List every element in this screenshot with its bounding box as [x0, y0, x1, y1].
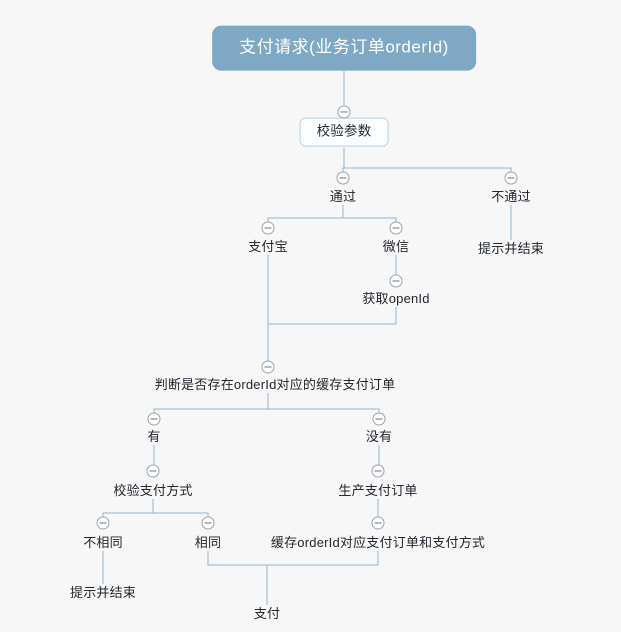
flowchart-node-cache_ord[interactable]: 缓存orderId对应支付订单和支付方式 — [270, 534, 486, 550]
flowchart-edge — [343, 148, 512, 172]
collapse-minus-icon[interactable] — [147, 412, 161, 426]
flowchart-node-has[interactable]: 有 — [147, 428, 161, 444]
flowchart-node-fail[interactable]: 不通过 — [491, 188, 531, 204]
collapse-minus-icon[interactable] — [96, 516, 110, 530]
flowchart-edge — [268, 307, 397, 325]
flowchart-node-alipay[interactable]: 支付宝 — [248, 238, 288, 254]
flowchart-edge — [102, 499, 154, 517]
flowchart-node-diff[interactable]: 不相同 — [83, 534, 123, 550]
flowchart-node-wechat[interactable]: 微信 — [382, 238, 410, 254]
flowchart-node-validate[interactable]: 校验参数 — [299, 117, 389, 147]
flowchart-node-diff_end[interactable]: 提示并结束 — [69, 584, 137, 600]
flowchart-edge — [267, 551, 379, 566]
flowchart-edge — [153, 393, 269, 413]
flowchart-node-fail_end[interactable]: 提示并结束 — [477, 240, 545, 256]
collapse-minus-icon[interactable] — [336, 171, 350, 185]
flowchart-edge — [267, 205, 344, 222]
flowchart-node-pass[interactable]: 通过 — [329, 188, 357, 204]
collapse-minus-icon[interactable] — [337, 105, 351, 119]
collapse-minus-icon[interactable] — [146, 464, 160, 478]
collapse-minus-icon[interactable] — [261, 221, 275, 235]
flowchart-edge — [267, 393, 380, 413]
flowchart-node-pay[interactable]: 支付 — [253, 605, 281, 621]
collapse-minus-icon[interactable] — [389, 274, 403, 288]
collapse-minus-icon[interactable] — [372, 412, 386, 426]
flowchart-edge — [152, 499, 209, 517]
flowchart-node-check_cache[interactable]: 判断是否存在orderId对应的缓存支付订单 — [154, 376, 396, 392]
flowchart-edge — [342, 148, 345, 172]
collapse-minus-icon[interactable] — [261, 360, 275, 374]
flowchart-node-same[interactable]: 相同 — [194, 534, 222, 550]
collapse-minus-icon[interactable] — [504, 171, 518, 185]
flowchart-node-check_pay[interactable]: 校验支付方式 — [113, 482, 193, 498]
flowchart-edge — [207, 551, 267, 566]
collapse-minus-icon[interactable] — [371, 464, 385, 478]
collapse-minus-icon[interactable] — [371, 516, 385, 530]
collapse-minus-icon[interactable] — [201, 516, 215, 530]
collapse-minus-icon[interactable] — [389, 221, 403, 235]
flowchart-node-root[interactable]: 支付请求(业务订单orderId) — [212, 25, 476, 71]
flowchart-node-openid[interactable]: 获取openId — [362, 290, 430, 306]
flowchart-node-create_ord[interactable]: 生产支付订单 — [338, 482, 418, 498]
flowchart-edge — [342, 205, 397, 222]
flowchart-node-none[interactable]: 没有 — [365, 428, 393, 444]
